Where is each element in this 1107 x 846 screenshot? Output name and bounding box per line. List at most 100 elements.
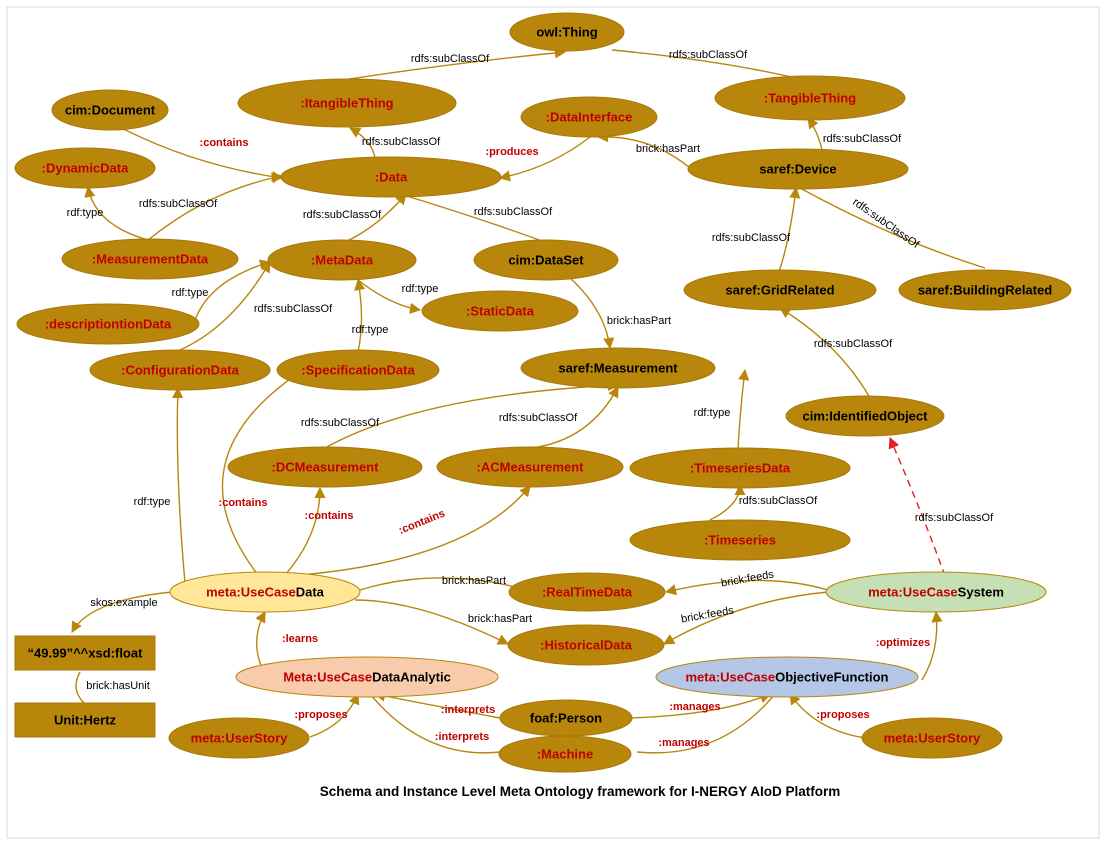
- node-label: :DynamicData: [42, 161, 129, 176]
- node-float: “49.99”^^xsd:float: [14, 635, 156, 671]
- node-label: :descriptiontionData: [45, 317, 172, 332]
- edge-usecasedata-float: [71, 591, 173, 633]
- node-cimDocument: cim:Document: [51, 89, 169, 131]
- node-dcMeasurement: :DCMeasurement: [227, 446, 423, 488]
- edge-label-l7: brick:hasPart: [636, 143, 700, 155]
- edge-label-l16: rdfs:subClassOf: [254, 303, 333, 315]
- node-label: :Data: [375, 170, 408, 185]
- edge-usecasedata-specification: [221, 371, 301, 576]
- node-label-part: saref:BuildingRelated: [918, 283, 1052, 298]
- node-label-part: Meta:UseCase: [283, 670, 372, 685]
- node-sarefMeasurement: saref:Measurement: [520, 347, 716, 389]
- edge-label-l19: rdfs:subClassOf: [814, 338, 893, 350]
- node-gridRelated: saref:GridRelated: [683, 269, 877, 311]
- node-shape: [168, 717, 310, 759]
- edge-label-l21: rdfs:subClassOf: [499, 412, 578, 424]
- edge-label-l8: rdf:type: [67, 207, 104, 219]
- node-label-part: :TimeseriesData: [690, 461, 791, 476]
- edge-label-l30: brick:hasPart: [468, 613, 532, 625]
- edge-label-l6: :produces: [485, 146, 538, 158]
- node-label: :DataInterface: [546, 110, 633, 125]
- node-label-part: cim:DataSet: [508, 253, 584, 268]
- node-label: cim:Document: [65, 103, 156, 118]
- node-tangible: :TangibleThing: [714, 75, 906, 121]
- node-shape: [276, 349, 440, 391]
- node-label: :HistoricalData: [540, 638, 633, 653]
- node-label: saref:GridRelated: [725, 283, 834, 298]
- edge-dc-measurement: [324, 379, 620, 449]
- node-itangible: :ItangibleThing: [237, 78, 457, 128]
- node-label-part: meta:UserStory: [884, 731, 982, 746]
- node-buildingRelated: saref:BuildingRelated: [898, 269, 1072, 311]
- node-shape: [520, 96, 658, 138]
- edge-label-l1: rdfs:subClassOf: [411, 53, 490, 65]
- node-label: :MetaData: [311, 253, 374, 268]
- node-label-part: owl:Thing: [536, 25, 597, 40]
- node-label-part: meta:UseCase: [206, 585, 296, 600]
- node-label: meta:UseCaseObjectiveFunction: [685, 670, 888, 685]
- node-shape: [785, 395, 945, 437]
- edge-label-l34: :learns: [282, 633, 318, 645]
- edge-document-data: [109, 121, 284, 183]
- node-shape: [507, 624, 665, 666]
- node-label-part: :Data: [375, 170, 408, 185]
- node-label-part: System: [958, 585, 1004, 600]
- edge-label-l9: rdfs:subClassOf: [139, 198, 218, 210]
- node-sarefDevice: saref:Device: [687, 148, 909, 190]
- node-label-part: cim:Document: [65, 103, 156, 118]
- node-useCaseData: meta:UseCaseData: [169, 571, 361, 613]
- node-dataInterface: :DataInterface: [520, 96, 658, 138]
- node-shape: [14, 702, 156, 738]
- edge-timeseriesdata-measurement: [737, 368, 750, 451]
- node-shape: [227, 446, 423, 488]
- node-historicalData: :HistoricalData: [507, 624, 665, 666]
- edge-label-l38: :interprets: [441, 704, 495, 716]
- node-shape: [280, 156, 502, 198]
- diagram-caption: Schema and Instance Level Meta Ontology …: [320, 784, 841, 799]
- edge-label-l15: rdf:type: [402, 283, 439, 295]
- node-useCaseObjective: meta:UseCaseObjectiveFunction: [655, 656, 919, 698]
- node-useCaseDataAnalytic: Meta:UseCaseDataAnalytic: [235, 656, 499, 698]
- node-userStory1: meta:UserStory: [168, 717, 310, 759]
- node-label-part: :Timeseries: [704, 533, 776, 548]
- node-label: meta:UseCaseData: [206, 585, 325, 600]
- node-shape: [683, 269, 877, 311]
- node-label: meta:UserStory: [884, 731, 982, 746]
- node-label-part: saref:GridRelated: [725, 283, 834, 298]
- node-useCaseSystem: meta:UseCaseSystem: [825, 571, 1047, 613]
- node-label: :TimeseriesData: [690, 461, 791, 476]
- node-label: cim:IdentifiedObject: [803, 409, 929, 424]
- edge-label-l14: rdf:type: [172, 287, 209, 299]
- node-owlThing: owl:Thing: [509, 12, 625, 52]
- edge-system-realtime: [664, 579, 829, 596]
- node-label: saref:Measurement: [558, 361, 678, 376]
- node-label-part: meta:UseCase: [685, 670, 775, 685]
- edge-userstory1-analytic: [309, 692, 360, 738]
- node-userStory2: meta:UserStory: [861, 717, 1003, 759]
- edge-label-l17: rdf:type: [352, 324, 389, 336]
- node-descriptionData: :descriptiontionData: [16, 303, 200, 345]
- edge-objective-system: [921, 610, 943, 681]
- edge-label-l18: brick:hasPart: [607, 315, 671, 327]
- node-shape: [655, 656, 919, 698]
- edge-measurementdata-dynamic: [84, 185, 149, 241]
- node-label-part: :Machine: [537, 747, 593, 762]
- node-shape: [498, 735, 632, 773]
- node-shape: [629, 447, 851, 489]
- node-label: Unit:Hertz: [54, 713, 117, 728]
- edge-ac-measurement: [531, 386, 619, 449]
- node-shape: [61, 238, 239, 280]
- edge-float-hertz: [75, 671, 86, 705]
- node-staticData: :StaticData: [421, 290, 579, 332]
- node-shape: [436, 446, 624, 488]
- node-measurementData: :MeasurementData: [61, 238, 239, 280]
- edge-itangible-owlthing: [342, 47, 567, 81]
- node-label: owl:Thing: [536, 25, 597, 40]
- node-label: Meta:UseCaseDataAnalytic: [283, 670, 451, 685]
- node-label-part: “49.99”^^xsd:float: [28, 646, 144, 661]
- node-specificationData: :SpecificationData: [276, 349, 440, 391]
- node-shape: [509, 12, 625, 52]
- edge-data-itangible: [349, 127, 376, 159]
- node-label-part: :ACMeasurement: [477, 460, 585, 475]
- edge-device-datainterface: [596, 131, 691, 169]
